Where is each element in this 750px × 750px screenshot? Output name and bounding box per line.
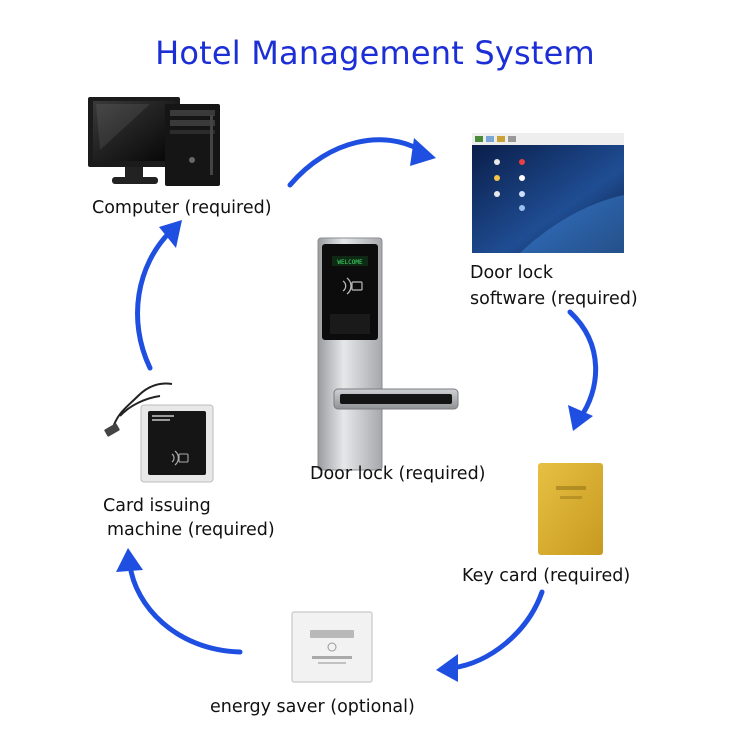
computer-icon (88, 97, 220, 186)
door-lock-display: WELCOME (337, 259, 363, 266)
arrow-software-to-keycard (567, 309, 599, 431)
label-door-lock-software: Door lock software (required) (470, 261, 638, 311)
card-issuer-icon (104, 382, 214, 483)
flow-arrows (116, 137, 599, 682)
key-card-icon (538, 463, 603, 555)
arrow-energysaver-to-issuer (116, 548, 243, 655)
label-card-issuer-line2: machine (required) (107, 520, 275, 540)
page-title: Hotel Management System (155, 34, 595, 72)
label-card-issuer-line1: Card issuing (103, 496, 211, 516)
door-lock-icon: WELCOME (317, 237, 459, 471)
software-screen-icon (472, 133, 624, 253)
label-energy-saver: energy saver (optional) (210, 697, 415, 717)
label-door-lock: Door lock (required) (310, 464, 486, 484)
arrow-computer-to-software (287, 137, 436, 188)
label-computer: Computer (required) (92, 198, 272, 218)
label-door-lock-software-line2: software (required) (470, 289, 638, 309)
label-key-card: Key card (required) (462, 566, 631, 586)
arrow-keycard-to-energysaver (436, 589, 545, 682)
label-door-lock-software-line1: Door lock (470, 263, 553, 283)
label-card-issuer: Card issuing machine (required) (103, 494, 275, 542)
energy-saver-icon (291, 611, 373, 683)
arrow-issuer-to-computer (135, 220, 182, 371)
